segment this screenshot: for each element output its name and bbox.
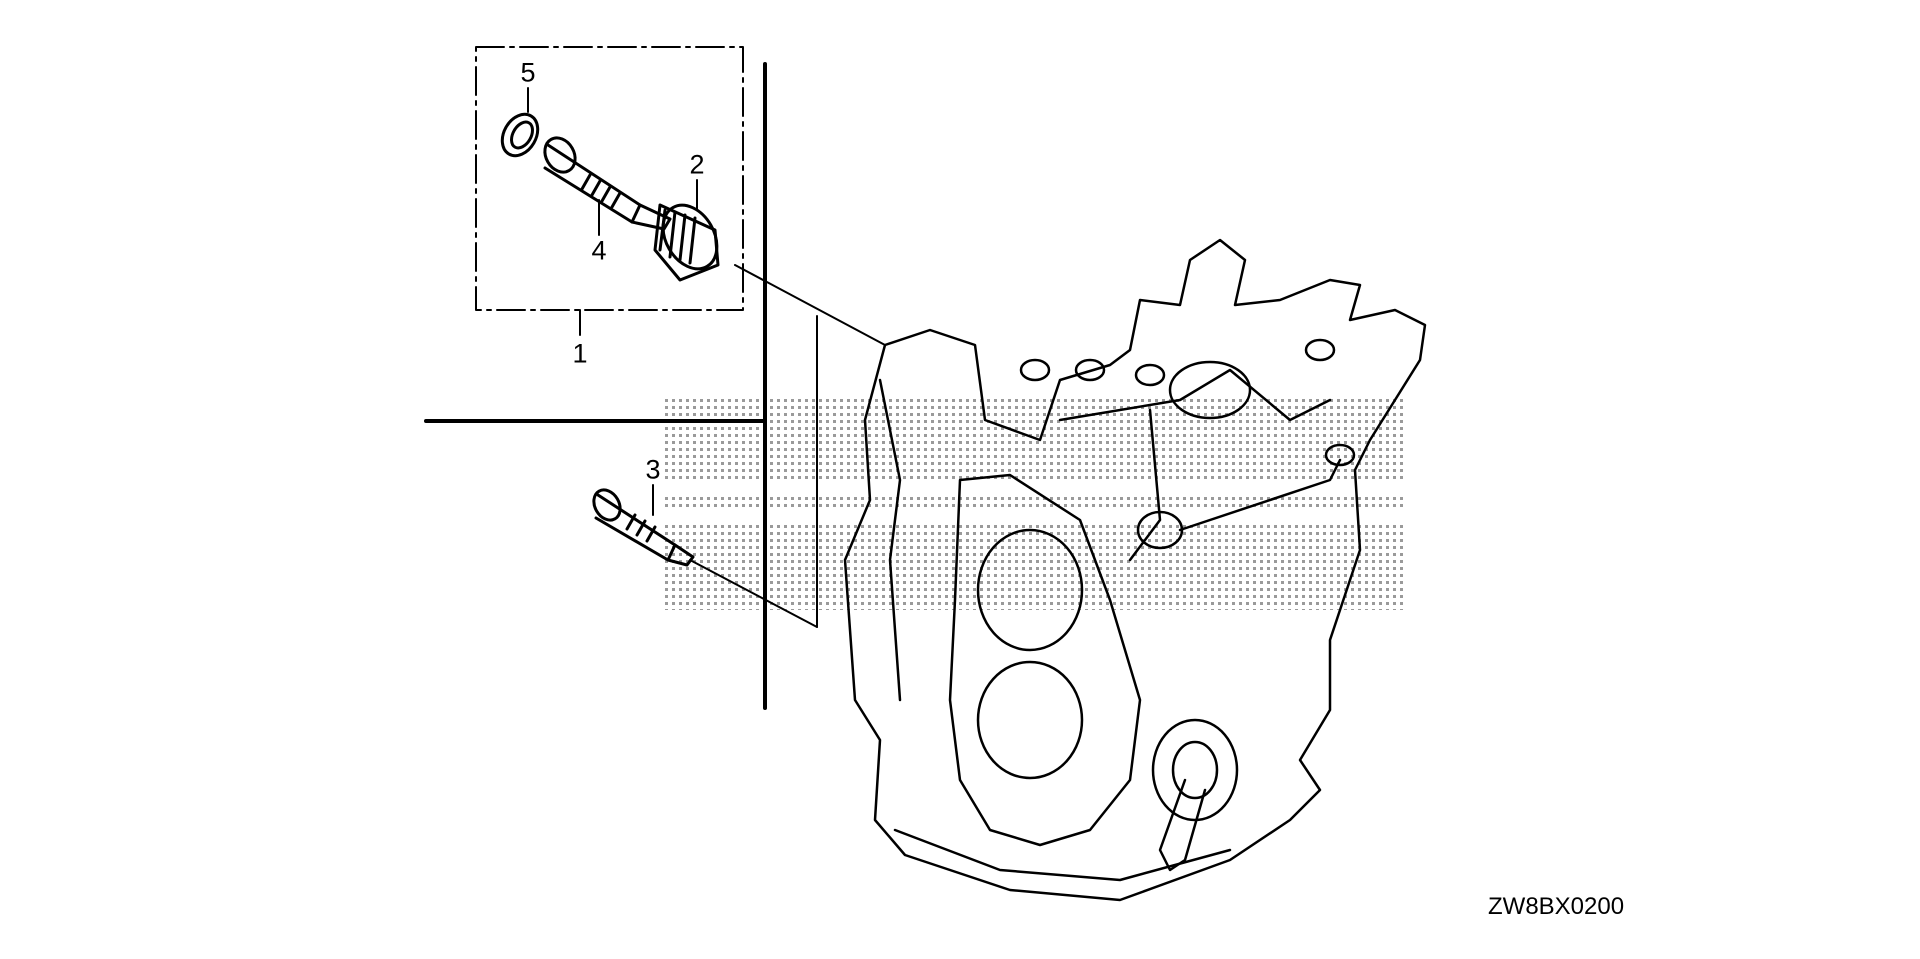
callout-1[interactable]: 1 — [572, 338, 588, 369]
callout-3[interactable]: 3 — [645, 454, 661, 485]
part-4-shaft — [543, 136, 672, 236]
assembly-box — [475, 46, 744, 311]
diagram-code: ZW8BX0200 — [1488, 893, 1625, 920]
callout-2[interactable]: 2 — [689, 149, 705, 180]
part-3-shaft — [592, 484, 695, 567]
callout-4[interactable]: 4 — [591, 235, 607, 266]
part-2-gear — [653, 179, 720, 282]
callout-5[interactable]: 5 — [520, 57, 536, 88]
part-5-seal-ring — [500, 87, 540, 158]
engine-crankcase — [843, 238, 1427, 902]
watermark — [665, 395, 1405, 610]
